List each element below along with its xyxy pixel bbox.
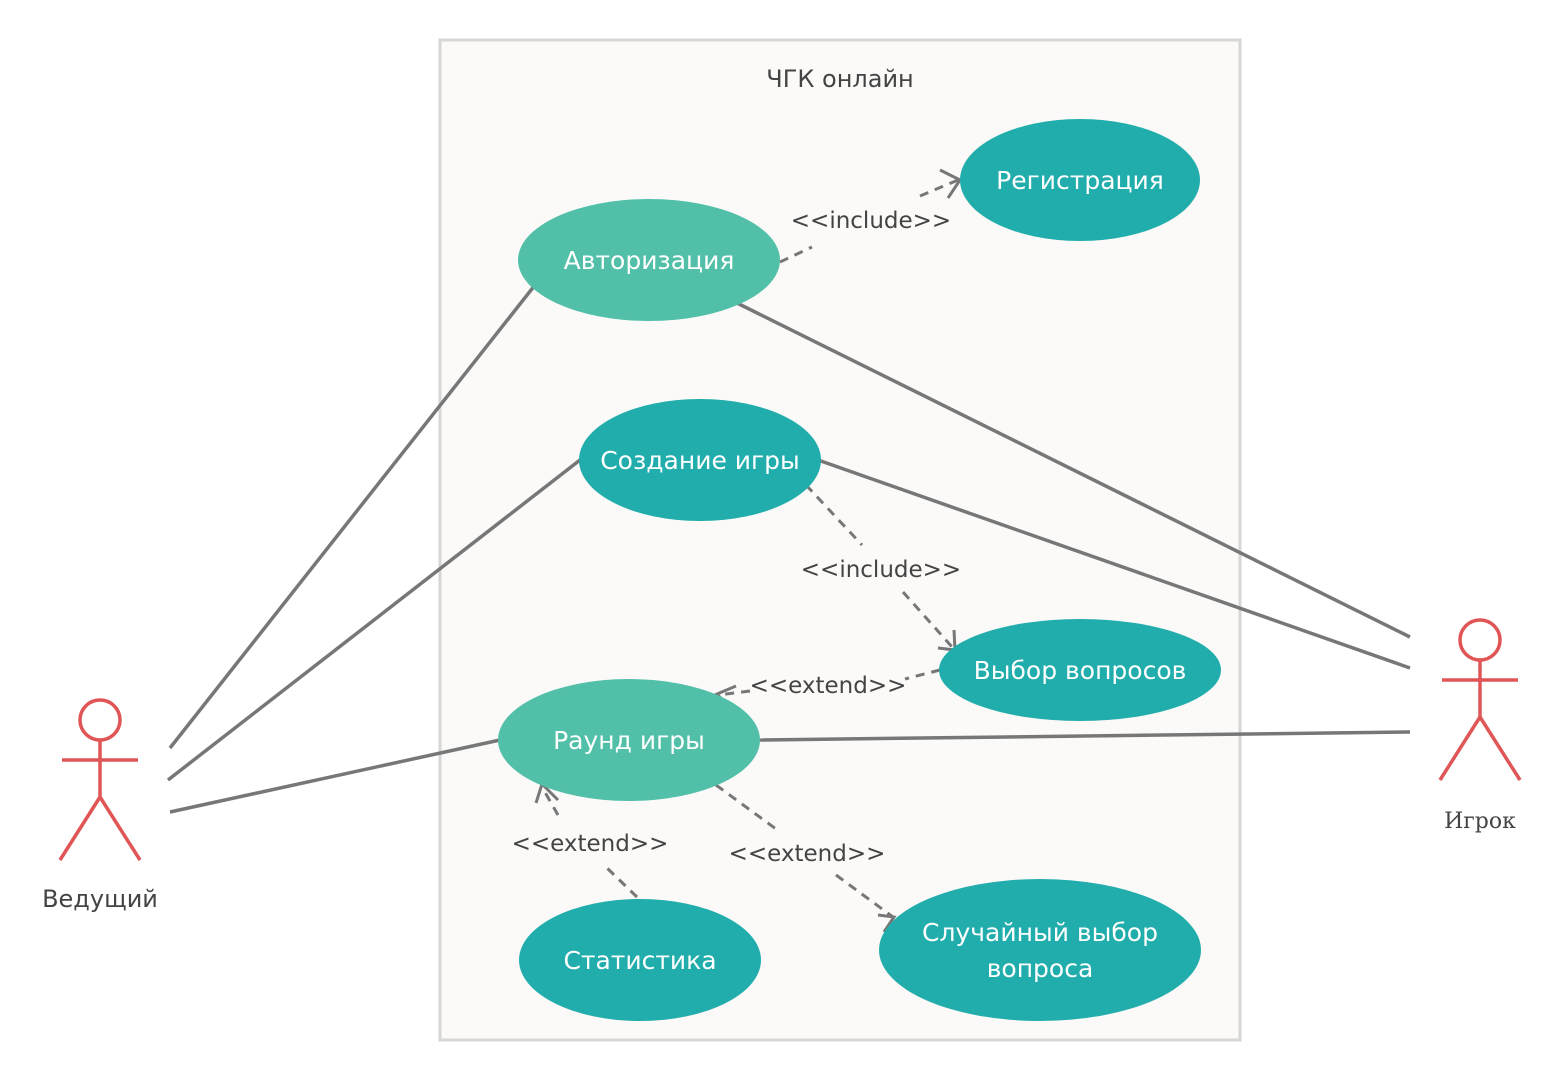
extend-label-stats-round: <<extend>> (512, 831, 669, 857)
use-case-random-question-label-line1: Случайный выбор (922, 918, 1158, 947)
extend-random-question-game-round (715, 783, 897, 933)
actor-host-head (78, 698, 122, 742)
use-case-statistics-label: Статистика (563, 946, 716, 975)
use-case-random-question: Случайный выбор вопроса (879, 879, 1201, 1021)
include-label-create-choose: <<include>> (801, 557, 961, 583)
actor-host (58, 698, 142, 861)
extend-label-random-round: <<extend>> (729, 841, 886, 867)
assoc-host-game-round (169, 738, 501, 814)
extend-label-choose-round: <<extend>> (750, 673, 907, 699)
use-case-choose-questions: Выбор вопросов (939, 619, 1221, 721)
use-case-choose-questions-label: Выбор вопросов (974, 656, 1187, 685)
use-case-statistics: Статистика (519, 899, 761, 1021)
use-case-authorization-label: Авторизация (564, 246, 735, 275)
use-case-create-game-label: Создание игры (600, 446, 800, 475)
assoc-player-create-game (817, 458, 1411, 670)
assoc-player-game-round (759, 730, 1411, 742)
use-case-create-game: Создание игры (579, 399, 821, 521)
use-case-game-round: Раунд игры (498, 679, 760, 801)
assoc-player-authorization (736, 301, 1411, 639)
assoc-host-create-game (166, 458, 582, 782)
actor-host-label: Ведущий (42, 885, 158, 913)
actor-player-head (1458, 618, 1502, 662)
system-title: ЧГК онлайн (766, 65, 913, 93)
use-case-registration-label: Регистрация (996, 166, 1164, 195)
use-case-random-question-label-line2: вопроса (987, 954, 1094, 983)
assoc-host-authorization (168, 283, 537, 750)
use-case-authorization: Авторизация (518, 199, 780, 321)
use-case-registration: Регистрация (960, 119, 1200, 241)
include-label-auth-reg: <<include>> (791, 208, 951, 234)
actor-player-label: Игрок (1444, 809, 1516, 834)
use-case-game-round-label: Раунд игры (553, 726, 705, 755)
actor-player (1438, 618, 1522, 781)
